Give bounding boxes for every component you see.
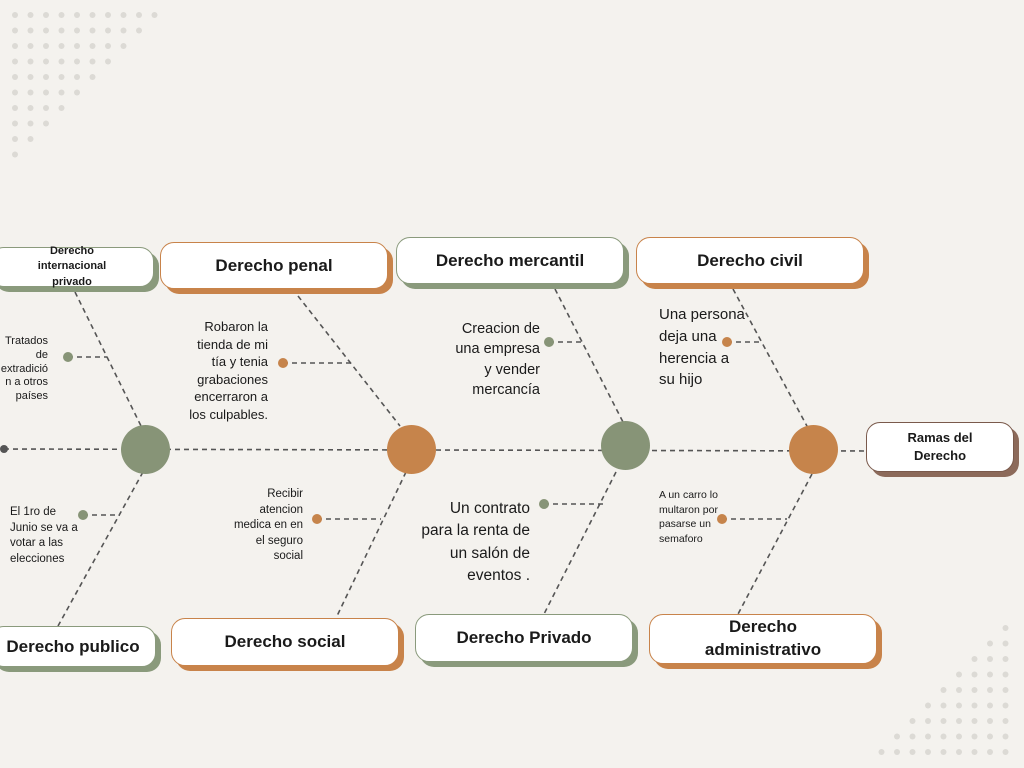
- branch-box-publico: Derecho publico: [0, 626, 156, 667]
- spine-node: [387, 425, 436, 474]
- branch-box-administrativo: Derecho administrativo: [649, 614, 877, 664]
- branch-line-publico: [57, 471, 144, 627]
- example-dot: [278, 358, 288, 368]
- branch-line-mercantil: [554, 288, 625, 425]
- dot-pattern-bottom-right: [878, 625, 1009, 755]
- branch-box-penal: Derecho penal: [160, 242, 388, 289]
- branch-label: Derecho mercantil: [435, 250, 585, 270]
- example-dot: [78, 510, 88, 520]
- branch-box-civil: Derecho civil: [636, 237, 864, 284]
- spine-node: [601, 421, 650, 470]
- example-text-administrativo: A un carro lo multaron por pasarse un se…: [659, 489, 718, 546]
- example-dot: [544, 337, 554, 347]
- example-text-penal: Robaron la tienda de mi tía y tenia grab…: [189, 319, 268, 422]
- branch-label: Derecho civil: [697, 250, 803, 270]
- example-dot: [722, 337, 732, 347]
- spine-node: [121, 425, 170, 474]
- example-text-publico: El 1ro de Junio se va a votar a las elec…: [10, 506, 78, 565]
- spine-node: [789, 425, 838, 474]
- example-text-social: Recibir atencion medica en en el seguro …: [233, 488, 303, 563]
- head-box: Ramas del Derecho: [866, 422, 1014, 472]
- branch-line-administrativo: [736, 473, 813, 617]
- branch-box-privado: Derecho Privado: [415, 614, 633, 662]
- dot-pattern-top-left: [12, 12, 158, 158]
- branch-label: Derecho penal: [215, 255, 333, 275]
- branch-line-privado: [542, 471, 617, 617]
- example-dot: [312, 514, 322, 524]
- branch-label: Derecho Privado: [456, 628, 592, 647]
- branch-label: Derecho publico: [6, 636, 140, 656]
- branch-line-internacional: [74, 291, 144, 431]
- example-text-mercantil: Creacion de una empresa y vender mercanc…: [455, 321, 540, 398]
- branch-line-penal: [297, 295, 401, 427]
- example-dot: [717, 514, 727, 524]
- example-text-privado: Un contrato para la renta de un salón de…: [421, 500, 530, 585]
- example-text-internacional: Tratados de extradició n a otros países: [0, 335, 48, 402]
- branch-box-internacional: Derecho internacional privado: [0, 244, 154, 288]
- branch-box-social: Derecho social: [171, 618, 399, 666]
- branch-label: Derecho social: [224, 632, 346, 651]
- example-text-civil: Una persona deja una herencia a su hijo: [659, 306, 745, 389]
- head-label: Ramas del Derecho: [907, 430, 973, 463]
- branch-label: Derecho internacional privado: [37, 244, 107, 288]
- example-dot: [539, 499, 549, 509]
- branch-label: Derecho administrativo: [704, 617, 822, 659]
- example-dot: [63, 352, 73, 362]
- spine-start-dot: [0, 445, 8, 453]
- branch-box-mercantil: Derecho mercantil: [396, 237, 624, 284]
- branch-line-social: [336, 471, 407, 617]
